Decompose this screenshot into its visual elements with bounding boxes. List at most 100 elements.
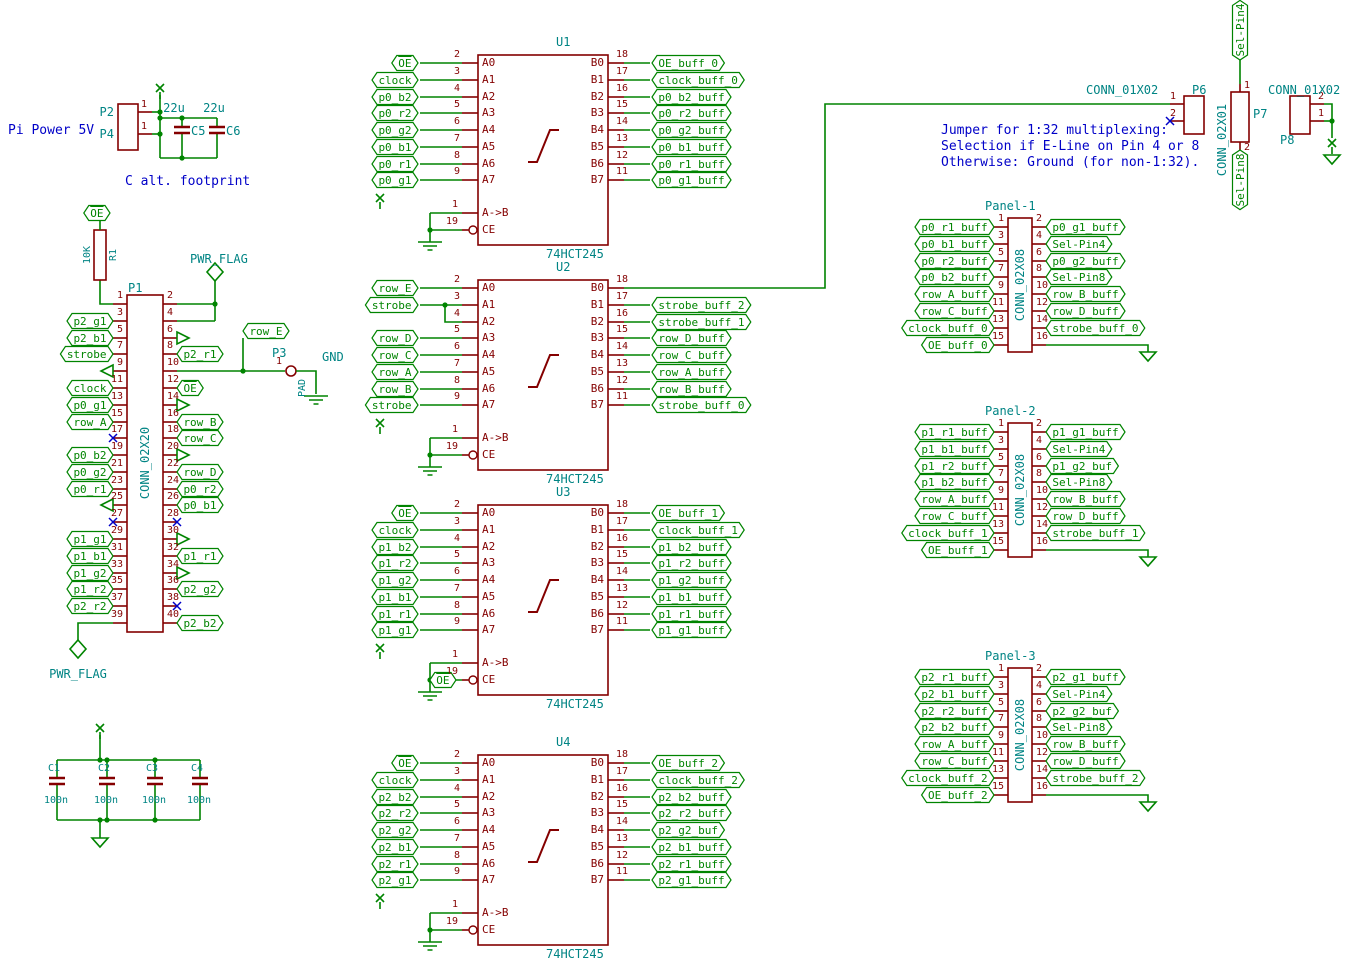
net-label-text[interactable]: row_D xyxy=(378,332,411,346)
net-label-text[interactable]: p1_g1_buff xyxy=(658,624,724,638)
p7-body[interactable] xyxy=(1231,92,1249,142)
net-label-text[interactable]: row_B xyxy=(378,383,411,397)
net-label-text[interactable]: p0_g1 xyxy=(378,174,411,188)
p6-body[interactable] xyxy=(1184,96,1204,134)
net-label-text[interactable]: row_B_buff xyxy=(1052,288,1118,302)
net-label-text[interactable]: row_D_buff xyxy=(1052,755,1118,769)
net-label-text[interactable]: p2_b1_buff xyxy=(658,841,724,855)
sel-pin8-label-text[interactable]: Sel-Pin8 xyxy=(1234,153,1248,206)
net-label-text[interactable]: p0_g1 xyxy=(73,399,106,413)
net-label-text[interactable]: clock xyxy=(378,74,411,88)
net-label-text[interactable]: p1_b2_buff xyxy=(658,541,724,555)
net-label-text[interactable]: p1_g2 xyxy=(378,574,411,588)
net-label-text[interactable]: row_C_buff xyxy=(921,305,987,319)
net-label-text[interactable]: p1_g1_buff xyxy=(1052,426,1118,440)
oe-net-label-text[interactable]: OE xyxy=(90,207,103,221)
net-label-text[interactable]: p1_r2_buff xyxy=(921,460,987,474)
net-label-text[interactable]: p1_b1 xyxy=(73,550,106,564)
net-label-text[interactable]: p1_b2 xyxy=(378,541,411,555)
net-label-text[interactable]: p0_r2 xyxy=(378,107,411,121)
net-label-text[interactable]: p2_r2 xyxy=(73,600,106,614)
net-label-text[interactable]: row_A_buff xyxy=(658,366,724,380)
net-label-text[interactable]: OE xyxy=(183,382,196,396)
net-label-text[interactable]: row_A xyxy=(73,416,106,430)
net-label-text[interactable]: p2_r2_buff xyxy=(921,705,987,719)
net-label-text[interactable]: p0_g1_buff xyxy=(658,174,724,188)
net-label-text[interactable]: OE_buff_0 xyxy=(928,339,988,353)
net-label-text[interactable]: p0_b2 xyxy=(73,449,106,463)
net-label-text[interactable]: p1_r1_buff xyxy=(921,426,987,440)
net-label-text[interactable]: strobe xyxy=(67,348,107,362)
ce-net-label-text[interactable]: OE xyxy=(436,674,449,688)
capacitor-c6[interactable] xyxy=(209,127,225,133)
net-label-text[interactable]: clock_buff_2 xyxy=(658,774,737,788)
net-label-text[interactable]: p1_r2 xyxy=(73,583,106,597)
net-label-text[interactable]: p2_b2 xyxy=(378,791,411,805)
net-label-text[interactable]: row_B xyxy=(183,416,216,430)
net-label-text[interactable]: clock xyxy=(378,524,411,538)
net-label-text[interactable]: row_C xyxy=(378,349,411,363)
net-label-text[interactable]: row_A_buff xyxy=(921,738,987,752)
net-label-text[interactable]: clock_buff_1 xyxy=(658,524,737,538)
net-label-text[interactable]: Sel-Pin4 xyxy=(1052,688,1105,702)
net-label-text[interactable]: p2_b2 xyxy=(183,617,216,631)
net-label-text[interactable]: row_C_buff xyxy=(921,510,987,524)
net-label-text[interactable]: p1_r1 xyxy=(183,550,216,564)
net-label-text[interactable]: p1_r1_buff xyxy=(658,608,724,622)
net-label-text[interactable]: OE xyxy=(398,757,411,771)
net-label-text[interactable]: strobe_buff_0 xyxy=(1052,322,1138,336)
net-label-text[interactable]: Sel-Pin8 xyxy=(1052,721,1105,735)
net-label-text[interactable]: strobe_buff_1 xyxy=(658,316,744,330)
net-label-text[interactable]: row_D_buff xyxy=(658,332,724,346)
net-label-text[interactable]: p2_g2_buf xyxy=(658,824,718,838)
net-label-text[interactable]: p0_g1_buff xyxy=(1052,221,1118,235)
net-label-text[interactable]: row_B_buff xyxy=(1052,738,1118,752)
net-label-text[interactable]: OE_buff_0 xyxy=(658,57,718,71)
net-label-text[interactable]: p1_g2_buf xyxy=(1052,460,1112,474)
net-label-text[interactable]: p0_r1 xyxy=(73,483,106,497)
net-label-text[interactable]: p2_r1 xyxy=(378,858,411,872)
net-label-text[interactable]: p2_g1 xyxy=(378,874,411,888)
net-label-text[interactable]: strobe_buff_0 xyxy=(658,399,744,413)
net-label-text[interactable]: p1_r2 xyxy=(378,557,411,571)
net-label-text[interactable]: row_D_buff xyxy=(1052,305,1118,319)
net-label-text[interactable]: OE_buff_1 xyxy=(658,507,718,521)
net-label-text[interactable]: OE_buff_2 xyxy=(658,757,718,771)
net-label-text[interactable]: p1_b1_buff xyxy=(658,591,724,605)
net-label-text[interactable]: p2_b1 xyxy=(73,332,106,346)
net-label-text[interactable]: OE_buff_2 xyxy=(928,789,988,803)
net-label-text[interactable]: p1_g1 xyxy=(378,624,411,638)
net-label-text[interactable]: p0_r2_buff xyxy=(658,107,724,121)
net-label-text[interactable]: clock_buff_1 xyxy=(908,527,987,541)
net-label-text[interactable]: p2_r1 xyxy=(183,348,216,362)
net-label-text[interactable]: p1_g1 xyxy=(73,533,106,547)
net-label-text[interactable]: p2_g2 xyxy=(378,824,411,838)
capacitor-c1[interactable] xyxy=(49,778,65,784)
net-label-text[interactable]: p2_b2_buff xyxy=(921,721,987,735)
net-label-text[interactable]: p1_b1 xyxy=(378,591,411,605)
net-label-text[interactable]: p2_r2 xyxy=(378,807,411,821)
net-label-text[interactable]: p1_r2_buff xyxy=(658,557,724,571)
net-label-text[interactable]: clock_buff_0 xyxy=(658,74,737,88)
net-label-text[interactable]: p0_b1_buff xyxy=(921,238,987,252)
net-label-text[interactable]: row_C_buff xyxy=(921,755,987,769)
net-label-text[interactable]: p0_r1_buff xyxy=(658,158,724,172)
net-label-text[interactable]: p0_g2_buff xyxy=(1052,255,1118,269)
p8-body[interactable] xyxy=(1290,96,1310,134)
net-label-text[interactable]: p2_r2_buff xyxy=(658,807,724,821)
net-label-text[interactable]: row_E xyxy=(378,282,411,296)
net-label-text[interactable]: p0_b1_buff xyxy=(658,141,724,155)
net-label-text[interactable]: clock_buff_0 xyxy=(908,322,987,336)
net-label-text[interactable]: p1_r1 xyxy=(378,608,411,622)
pwr-flag-icon[interactable] xyxy=(70,640,86,658)
net-label-text[interactable]: strobe xyxy=(372,399,412,413)
net-label-text[interactable]: strobe xyxy=(372,299,412,313)
net-label-text[interactable]: p0_r1 xyxy=(378,158,411,172)
capacitor-c3[interactable] xyxy=(147,778,163,784)
resistor-body[interactable] xyxy=(94,230,106,280)
net-label-text[interactable]: p0_g2 xyxy=(378,124,411,138)
capacitor-c2[interactable] xyxy=(99,778,115,784)
net-label-text[interactable]: strobe_buff_2 xyxy=(1052,772,1138,786)
p3-pad[interactable] xyxy=(286,366,296,376)
net-label-text[interactable]: row_B_buff xyxy=(658,383,724,397)
